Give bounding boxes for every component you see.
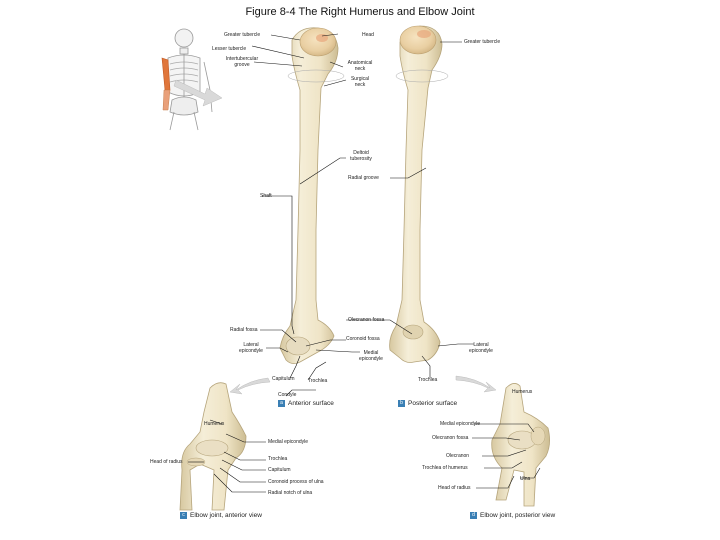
- label-greater-tubercle-right: Greater tubercle: [464, 39, 501, 45]
- label-trochlea-left: Trochlea: [308, 378, 328, 384]
- label-capitulum: Capitulum: [272, 376, 295, 382]
- label-medial-epicondyle-bl: Medial epicondyle: [268, 439, 309, 445]
- label-radial-fossa: Radial fossa: [230, 327, 258, 333]
- label-shaft: Shaft: [260, 193, 272, 199]
- label-head-of-radius-bl: Head of radius: [150, 459, 183, 465]
- arrow-to-anterior-elbow: [229, 377, 271, 395]
- label-olecranon-fossa-br: Olecranon fossa: [432, 435, 469, 441]
- label-humerus-left: Humerus: [204, 421, 225, 427]
- label-head: Head: [362, 32, 374, 38]
- label-trochlea-of-humerus: Trochlea of humerus: [422, 465, 468, 471]
- caption-b-badge: b: [398, 400, 405, 407]
- label-radial-groove: Radial groove: [348, 175, 379, 181]
- label-ulna: Ulna: [520, 476, 531, 482]
- figure-title: Figure 8-4 The Right Humerus and Elbow J…: [245, 6, 475, 18]
- humerus-anterior-bone: [279, 27, 339, 364]
- caption-a-text: Anterior surface: [288, 400, 334, 408]
- label-trochlea-bl: Trochlea: [268, 456, 288, 462]
- label-trochlea-right: Trochlea: [418, 377, 438, 383]
- label-coronoid-fossa: Coronoid fossa: [346, 336, 380, 342]
- label-condyle: Condyle: [278, 392, 297, 398]
- caption-d-badge: d: [470, 512, 477, 519]
- caption-b-text: Posterior surface: [408, 400, 458, 408]
- label-surgical-neck: Surgical neck: [350, 76, 370, 88]
- label-intertubercular-groove: Intertubercular groove: [225, 56, 259, 68]
- elbow-posterior-image: [491, 383, 550, 507]
- label-olecranon-fossa: Olecranon fossa: [348, 317, 385, 323]
- label-capitulum-bl: Capitulum: [268, 467, 291, 473]
- label-deltoid-tuberosity: Deltoid tuberosity: [350, 150, 372, 162]
- label-lesser-tubercle: Lesser tubercle: [212, 46, 247, 52]
- humerus-posterior-bone: [389, 25, 443, 363]
- label-anatomical-neck: Anatomical neck: [347, 60, 373, 72]
- label-medial-epicondyle-mid: Medial epicondyle: [359, 350, 383, 362]
- label-medial-epicondyle-br: Medial epicondyle: [440, 421, 481, 427]
- label-greater-tubercle-left: Greater tubercle: [224, 32, 261, 38]
- label-head-of-radius-br: Head of radius: [438, 485, 471, 491]
- label-lateral-epicondyle-left: Lateral epicondyle: [239, 342, 263, 354]
- caption-d-text: Elbow joint, posterior view: [480, 512, 556, 520]
- arrow-to-posterior-elbow: [455, 375, 497, 393]
- skeleton-thumbnail: [167, 28, 213, 131]
- leader-lines: [188, 33, 541, 493]
- caption-a-badge: a: [278, 400, 285, 407]
- pointer-arrow: [173, 79, 223, 107]
- label-coronoid-process: Coronoid process of ulna: [268, 479, 324, 485]
- caption-c-text: Elbow joint, anterior view: [190, 512, 262, 520]
- label-radial-notch: Radial notch of ulna: [268, 490, 313, 496]
- caption-c-badge: c: [180, 512, 187, 519]
- label-olecranon: Olecranon: [446, 453, 470, 459]
- label-lateral-epicondyle-right: Lateral epicondyle: [469, 342, 493, 354]
- elbow-anterior-image: [179, 382, 247, 511]
- label-humerus-right: Humerus: [512, 389, 533, 395]
